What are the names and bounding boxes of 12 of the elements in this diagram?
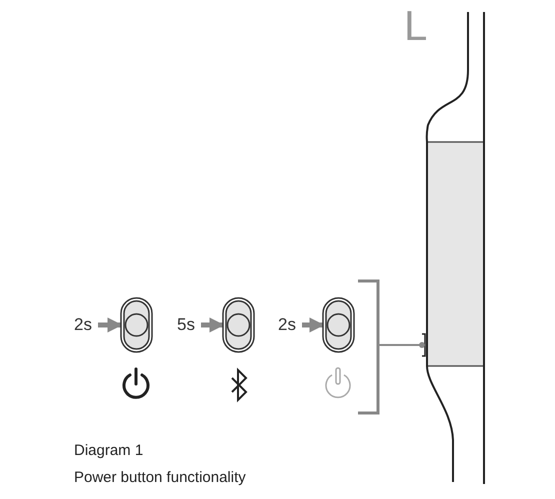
duration-label: 5s: [177, 315, 201, 335]
caption: Power button functionality: [74, 468, 246, 488]
diagram-number: Diagram 1: [74, 441, 144, 461]
button-drawing: [120, 297, 153, 353]
arrow: [302, 318, 324, 332]
hand-side-label: L: [404, 4, 428, 48]
button-drawing: [222, 297, 255, 353]
duration-label: 2s: [278, 315, 302, 335]
button-drawing: [322, 297, 355, 353]
arrow: [201, 318, 224, 332]
duration-label: 2s: [74, 315, 98, 335]
arrow: [98, 318, 122, 332]
